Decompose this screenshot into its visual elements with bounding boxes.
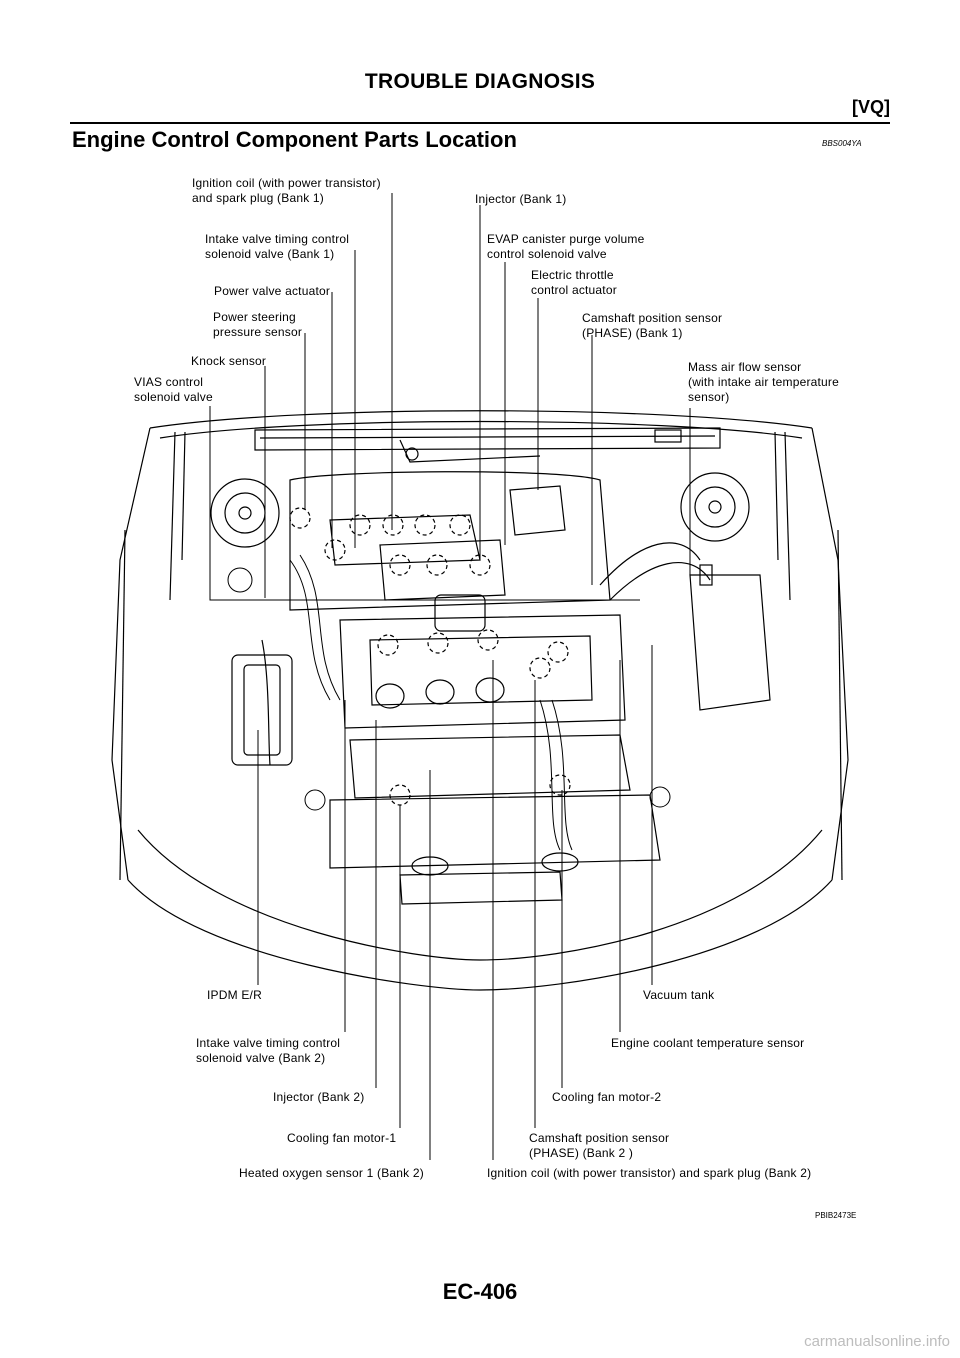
watermark: carmanualsonline.info: [804, 1333, 950, 1350]
figure-code: PBIB2473E: [815, 1211, 857, 1220]
label-ignition-coil-bank2: Ignition coil (with power transistor) an…: [487, 1166, 812, 1180]
label-vias-solenoid: VIAS control solenoid valve: [134, 375, 213, 404]
label-evap-purge-valve: EVAP canister purge volume control solen…: [487, 232, 645, 261]
page-header-title: TROUBLE DIAGNOSIS: [364, 70, 596, 93]
header-divider: [70, 122, 890, 124]
page-header-code: [VQ]: [852, 97, 890, 117]
label-camshaft-sensor-bank2: Camshaft position sensor (PHASE) (Bank 2…: [529, 1131, 670, 1160]
hoses: [227, 554, 671, 851]
cowl-panel: [254, 427, 721, 463]
component-location-markers: [289, 507, 571, 806]
label-coolant-temp-sensor: Engine coolant temperature sensor: [611, 1036, 805, 1050]
section-reference-code: BBS004YA: [822, 139, 862, 148]
section-title: Engine Control Component Parts Location: [72, 127, 517, 152]
label-intake-valve-timing-bank2: Intake valve timing control solenoid val…: [196, 1036, 341, 1065]
label-mass-air-flow-sensor: Mass air flow sensor (with intake air te…: [688, 360, 839, 404]
label-cooling-fan-motor-2: Cooling fan motor-2: [552, 1090, 662, 1104]
label-heated-oxygen-sensor: Heated oxygen sensor 1 (Bank 2): [239, 1166, 424, 1180]
label-ignition-coil-bank1: Ignition coil (with power transistor) an…: [192, 176, 381, 205]
label-intake-valve-timing-bank1: Intake valve timing control solenoid val…: [205, 232, 350, 261]
air-intake: [509, 485, 771, 711]
label-power-valve-actuator: Power valve actuator: [214, 284, 331, 298]
label-ipdm: IPDM E/R: [207, 988, 262, 1002]
page-number: EC-406: [442, 1279, 518, 1304]
label-electric-throttle: Electric throttle control actuator: [531, 268, 617, 297]
leader-lines: [209, 193, 691, 1160]
label-injector-bank1: Injector (Bank 1): [475, 192, 567, 206]
label-power-steering-sensor: Power steering pressure sensor: [213, 310, 303, 339]
label-camshaft-sensor-bank1: Camshaft position sensor (PHASE) (Bank 1…: [582, 311, 723, 340]
label-cooling-fan-motor-1: Cooling fan motor-1: [287, 1131, 397, 1145]
label-knock-sensor: Knock sensor: [191, 354, 267, 368]
battery-ipdm: [231, 639, 293, 766]
label-injector-bank2: Injector (Bank 2): [273, 1090, 365, 1104]
label-vacuum-tank: Vacuum tank: [643, 988, 715, 1002]
